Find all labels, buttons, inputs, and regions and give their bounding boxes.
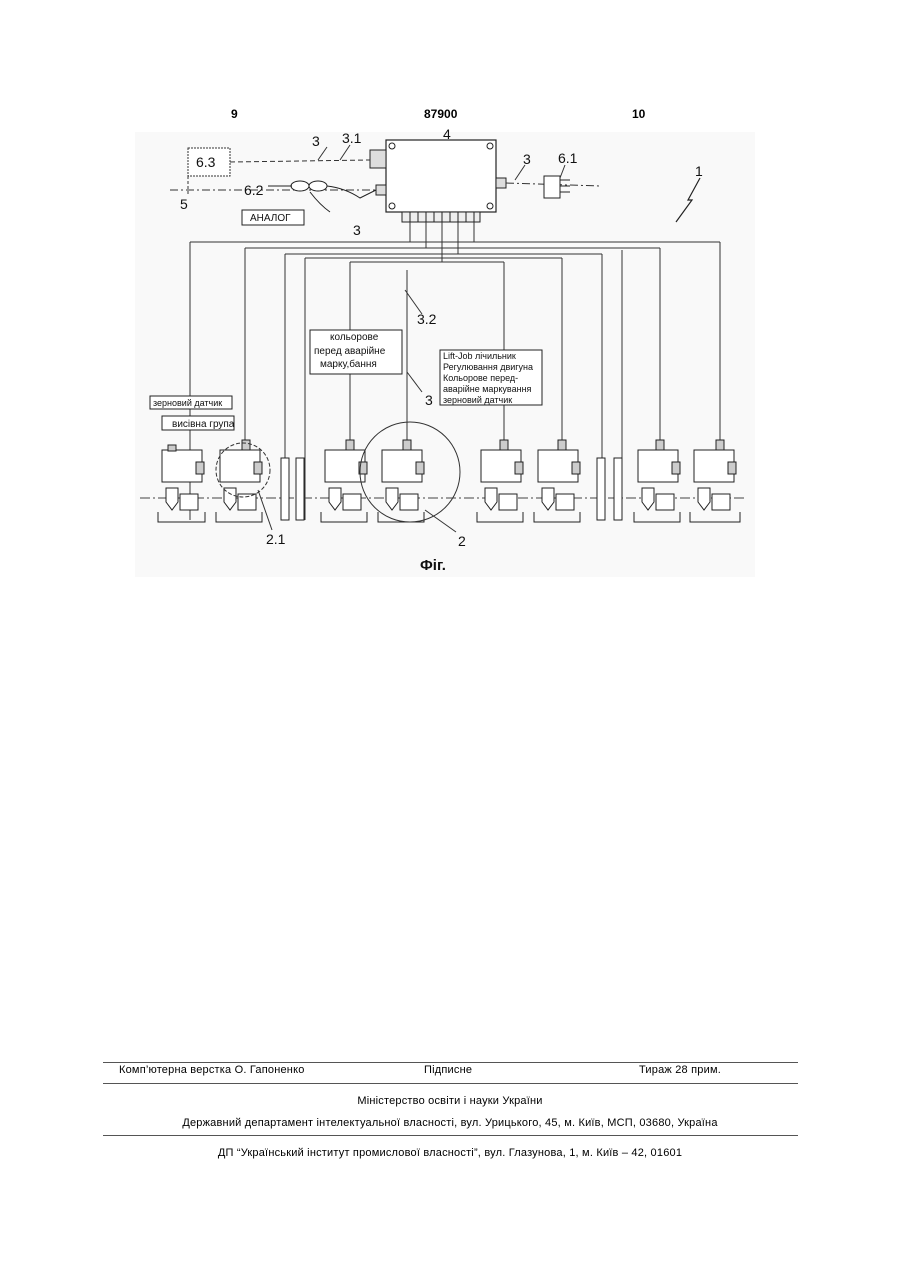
footer-rule xyxy=(103,1062,798,1063)
function-list-line2: Регулювання двигуна xyxy=(443,362,533,372)
function-list-line3: Кольорове перед- xyxy=(443,373,518,383)
connector-icon xyxy=(370,150,386,168)
label-3-1: 3.1 xyxy=(342,130,362,146)
function-list-line4: аварійне маркування xyxy=(443,384,532,394)
figure-caption: Фіг. xyxy=(420,557,446,574)
label-3-2: 3.2 xyxy=(417,311,437,327)
connector-icon xyxy=(376,185,386,195)
analog-box-label: АНАЛОГ xyxy=(250,213,291,224)
label-1: 1 xyxy=(695,163,703,179)
function-list-line5: зерновий датчик xyxy=(443,395,512,405)
footer-rule xyxy=(103,1135,798,1136)
function-list-line1: Lift-Job лічильник xyxy=(443,351,516,361)
label-6-3: 6.3 xyxy=(196,154,216,170)
label-5: 5 xyxy=(180,196,188,212)
colour-marking-line2: перед аварійне xyxy=(314,346,386,357)
circulation-label: Тираж 28 прим. xyxy=(639,1064,721,1076)
footer-rule xyxy=(103,1083,798,1084)
label-2-1: 2.1 xyxy=(266,531,286,547)
patent-figure: АНАЛОГ xyxy=(0,0,900,600)
layout-credit: Комп’ютерна верстка О. Гапоненко xyxy=(119,1064,305,1076)
signed-label: Підписне xyxy=(424,1064,472,1076)
colour-marking-line3: марку,бання xyxy=(320,358,377,370)
label-4: 4 xyxy=(443,126,451,142)
label-2: 2 xyxy=(458,533,466,549)
label-6-1: 6.1 xyxy=(558,150,578,166)
label-3-right: 3 xyxy=(523,151,531,167)
connector-strip xyxy=(402,212,480,222)
label-3-top: 3 xyxy=(312,133,320,149)
department-line: Державний департамент інтелектуальної вл… xyxy=(0,1117,900,1129)
label-6-2: 6.2 xyxy=(244,182,264,198)
connector-icon xyxy=(496,178,506,188)
grain-sensor-label: зерновий датчик xyxy=(153,398,222,408)
colour-marking-line1: кольорове xyxy=(330,332,379,343)
ministry-line: Міністерство освіти і науки України xyxy=(0,1095,900,1107)
control-unit-4 xyxy=(386,140,496,212)
label-3-mid: 3 xyxy=(353,222,361,238)
hanging-group-label: висівна група xyxy=(172,419,235,430)
institute-line: ДП “Український інститут промислової вла… xyxy=(0,1147,900,1159)
label-3-lower: 3 xyxy=(425,392,433,408)
